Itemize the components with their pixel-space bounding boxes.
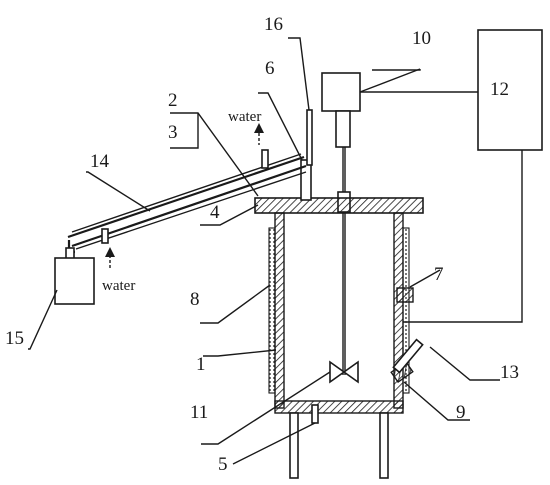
water-in-arrow (105, 247, 115, 268)
label-12: 12 (490, 79, 509, 100)
condenser (67, 153, 307, 250)
leg-right (379, 412, 389, 479)
label-9: 9 (456, 402, 466, 423)
label-7: 7 (434, 264, 444, 285)
heating-jacket-right (402, 227, 410, 394)
water-out-arrow (254, 123, 264, 145)
water-label-bottom: water (102, 278, 135, 294)
impeller-blade-right (342, 360, 359, 384)
motor-box (321, 72, 361, 112)
vessel-wall-left (274, 212, 285, 409)
label-3: 3 (168, 122, 178, 143)
water-label-top: water (228, 109, 261, 125)
water-outlet-stub (261, 149, 269, 169)
label-8: 8 (190, 289, 200, 310)
label-4: 4 (210, 202, 220, 223)
label-13: 13 (500, 362, 519, 383)
condenser-inlet-tube (300, 159, 312, 201)
bottom-drain (311, 404, 319, 424)
vessel-bottom (274, 400, 404, 414)
probe-rod (306, 109, 313, 166)
water-inlet-stub (101, 228, 109, 244)
label-2: 2 (168, 90, 178, 111)
collection-flask (54, 257, 95, 305)
label-14: 14 (90, 151, 110, 172)
label-16: 16 (264, 14, 283, 35)
leg-left (289, 412, 299, 479)
label-11: 11 (190, 402, 208, 423)
label-15: 15 (5, 328, 24, 349)
label-5: 5 (218, 454, 228, 475)
controller-box (477, 29, 543, 151)
sampling-valve-tube (392, 338, 424, 374)
label-6: 6 (265, 58, 275, 79)
heating-jacket-left (268, 227, 276, 394)
reactor-lid (254, 197, 424, 214)
thermocouple-port (396, 287, 414, 303)
impeller (329, 360, 346, 384)
label-1: 1 (196, 354, 206, 375)
sensor-controller-wire (403, 150, 523, 323)
motor-coupling (335, 110, 351, 148)
label-10: 10 (412, 28, 431, 49)
leader-lines (28, 37, 500, 465)
